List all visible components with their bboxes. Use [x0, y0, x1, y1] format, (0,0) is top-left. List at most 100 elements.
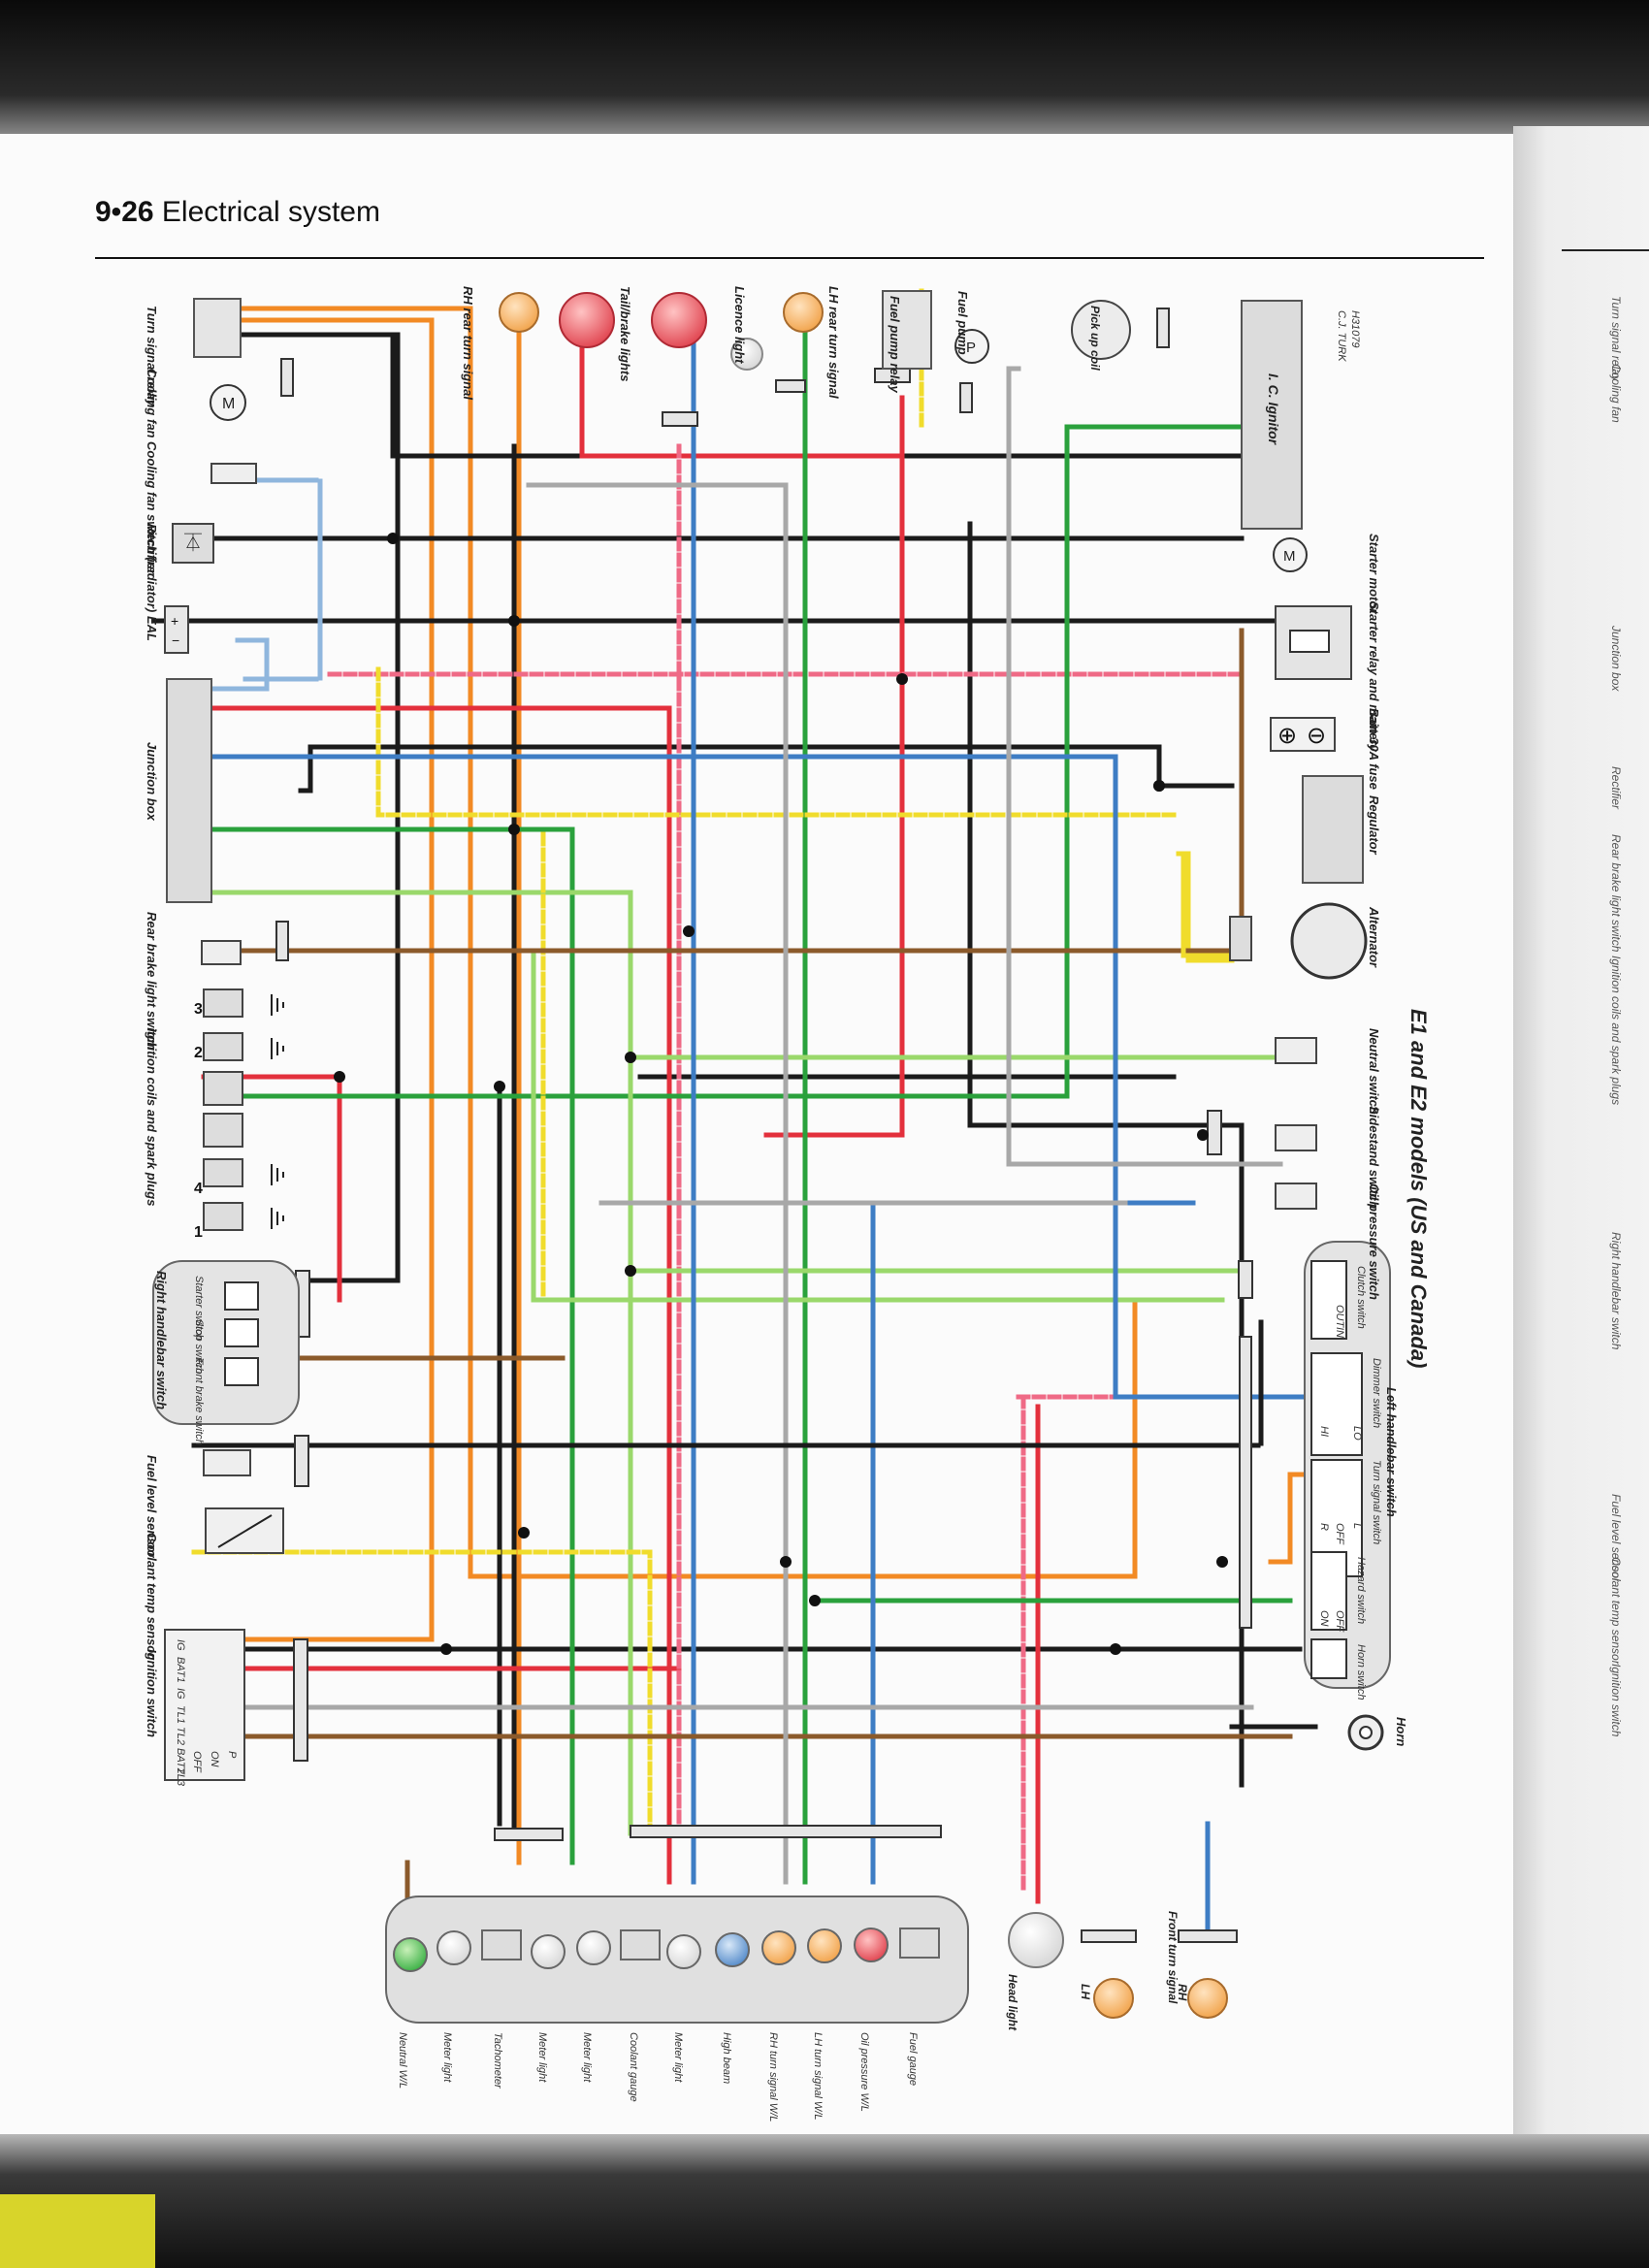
- instrument-bulbs: [393, 1928, 940, 1972]
- label-high-beam: High beam: [721, 2032, 732, 2084]
- edge-fuel-level-sensor: Fuel level sensor: [1609, 1494, 1623, 1583]
- meter-light-bulb: [576, 1930, 611, 1965]
- label-rh-turn-signal-wl: RH turn signal W/L: [767, 2032, 779, 2122]
- label-fuel-pump: Fuel pump: [955, 291, 970, 355]
- coil-14: [203, 1113, 243, 1148]
- pick-up-coil: [1071, 300, 1131, 360]
- wire-harness: [152, 288, 1342, 1933]
- label-meter-light: Meter light: [672, 2032, 684, 2083]
- yellow-strip: [0, 2194, 155, 2268]
- label-rectifier: Rectifier: [145, 524, 159, 575]
- next-page-edge: [1513, 126, 1649, 2173]
- ign-row-on: ON: [209, 1751, 220, 1767]
- turn-off: OFF: [1334, 1523, 1345, 1545]
- label-dimmer-switch: Dimmer switch: [1371, 1358, 1382, 1428]
- label-rear-brake-light-switch: Rear brake light switch: [145, 912, 159, 1050]
- label-oil-pressure-wl: Oil pressure W/L: [858, 2032, 870, 2112]
- connector: [1156, 308, 1170, 348]
- label-coolant-gauge: Coolant gauge: [628, 2032, 639, 2102]
- turn-l: L: [1351, 1523, 1363, 1529]
- edge-right-handlebar-switch: Right handlebar switch: [1609, 1232, 1623, 1350]
- connector: [280, 358, 294, 397]
- licence-light-bulb: [730, 338, 763, 371]
- coil-1-plug: [203, 1202, 243, 1231]
- ic-ignitor: [1241, 300, 1303, 530]
- fuel-level-sensor: [203, 1449, 251, 1476]
- wire-orange: [240, 306, 1138, 1579]
- wire-alternator-feed: [1180, 851, 1240, 958]
- wire-gray-2: [526, 482, 789, 1885]
- ground-icon: [271, 994, 284, 1016]
- scan-bottom-shadow: [0, 2134, 1649, 2268]
- ground-icon: [271, 1164, 284, 1185]
- header-rule: [95, 257, 1484, 259]
- edge-coolant-temp-sensor: Coolant temp sensor: [1609, 1557, 1623, 1666]
- front-turn-signal-lh-bulb: [1093, 1978, 1134, 2019]
- coil-number-3: 3: [194, 1001, 203, 1018]
- connector: [1178, 1929, 1238, 1943]
- edge-turn-signal-relay: Turn signal relay: [1609, 296, 1623, 382]
- dimmer-hi: HI: [1318, 1426, 1330, 1437]
- coil-23: [203, 1071, 243, 1106]
- neutral-wl-bulb: [393, 1937, 428, 1972]
- label-cooling-fan-switch: Cooling fan switch (radiator): [145, 441, 159, 612]
- ign-row-p: P: [226, 1751, 238, 1759]
- diagram-title: E1 and E2 models (US and Canada): [1406, 1009, 1431, 1368]
- label-turn-signal-relay: Turn signal relay: [145, 306, 159, 407]
- label-coolant-temp-sensor: Coolant temp sensor: [145, 1533, 159, 1659]
- label-fuel-gauge: Fuel gauge: [907, 2032, 919, 2086]
- label-starter-relay: Starter relay and main 30A fuse: [1367, 601, 1381, 790]
- wire-brown-1: [230, 628, 1245, 954]
- alternator-plug: [1229, 916, 1252, 961]
- edge-rear-brake-light-switch: Rear brake light switch: [1609, 834, 1623, 953]
- main-fuse: [1289, 630, 1330, 653]
- coil-3-plug: [203, 988, 243, 1018]
- horn-center: [1359, 1726, 1373, 1739]
- ign-col-bat2: BAT2: [175, 1748, 186, 1774]
- label-regulator: Regulator: [1367, 795, 1381, 856]
- cooling-fan-motor: [210, 384, 246, 421]
- motor-m-icon: M: [222, 396, 235, 412]
- label-battery: Battery: [1367, 708, 1381, 753]
- battery-plus-icon: ⊕: [1277, 723, 1297, 749]
- junction-dot: [440, 1643, 452, 1655]
- label-cooling-fan: Cooling fan: [145, 369, 159, 438]
- component-labels: Turn signal relay Cooling fan Cooling fa…: [145, 286, 1431, 2031]
- coil-number-1: 1: [194, 1224, 203, 1241]
- front-turn-signal-rh-bulb: [1187, 1978, 1228, 2019]
- oil-pressure-switch: [1275, 1183, 1317, 1210]
- label-left-handlebar-switch: Left handlebar switch: [1384, 1387, 1399, 1517]
- ign-row-off: OFF: [191, 1751, 203, 1773]
- junction-dot: [518, 1527, 530, 1539]
- high-beam-bulb: [715, 1932, 750, 1967]
- junction-dot: [1153, 780, 1165, 792]
- battery-minus-icon: ⊖: [1307, 723, 1326, 749]
- label-ic-ignitor: I. C. Ignitor: [1266, 373, 1281, 446]
- neutral-switch: [1275, 1037, 1317, 1064]
- ign-col-ig2: IG: [175, 1688, 186, 1700]
- motor-m-icon: M: [1283, 548, 1296, 565]
- hazard-switch-contacts: [1310, 1551, 1347, 1631]
- label-alternator: Alternator: [1367, 906, 1381, 968]
- horn-switch-contact: [1310, 1638, 1347, 1679]
- dimmer-lo: LO: [1351, 1426, 1363, 1441]
- label-eal: EAL: [145, 616, 159, 641]
- label-right-handlebar-switch: Right handlebar switch: [154, 1271, 169, 1409]
- switch-terms: IG BAT1 IG TL1 TL2 BAT2 TL3 OFF ON P OUT…: [175, 1305, 1363, 1787]
- label-pick-up-coil: Pick up coil: [1088, 306, 1102, 371]
- connector: [630, 1825, 942, 1838]
- label-front-rh: RH: [1176, 1984, 1189, 2001]
- wire-orange-yellow: [240, 317, 435, 1642]
- junction-dot: [809, 1595, 821, 1606]
- meter-light-bulb: [436, 1930, 471, 1965]
- connector: [1238, 1260, 1253, 1299]
- page-header: 9•26 Electrical system: [95, 196, 380, 229]
- clutch-in: IN: [1334, 1327, 1345, 1338]
- dimmer-switch-contacts: [1310, 1352, 1363, 1456]
- page-number: 9•26: [95, 196, 154, 228]
- page-title: Electrical system: [161, 196, 380, 228]
- sidestand-switch: [1275, 1124, 1317, 1151]
- rectifier: [172, 523, 214, 564]
- label-head-light: Head light: [1006, 1974, 1019, 2031]
- tail-brake-light-bulb-1: [559, 292, 615, 348]
